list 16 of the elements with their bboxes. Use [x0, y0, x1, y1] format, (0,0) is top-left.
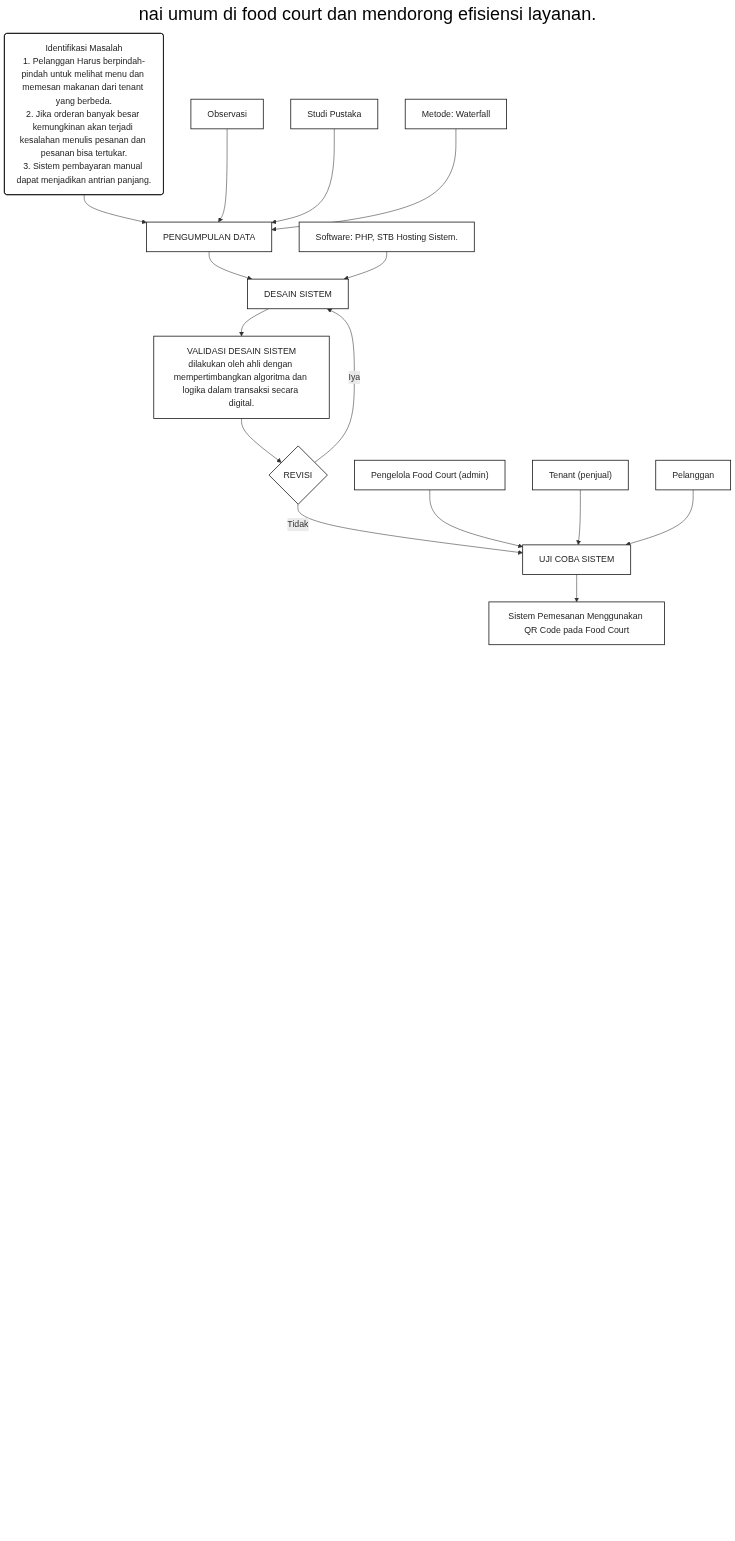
node-box: Observasi: [190, 98, 264, 130]
edge-label: Tidak: [287, 519, 309, 529]
node-box: VALIDASI DESAIN SISTEM dilakukan oleh ahli dengan mempertimbangkan algoritma dan logika dalam transaksi secara digital.: [153, 335, 330, 419]
node-box: PENGUMPULAN DATA: [146, 221, 273, 253]
node-box: Sistem Pemesanan Menggunakan QR Code pada Food Court: [488, 601, 665, 646]
node-box: Pengelola Food Court (admin): [354, 459, 506, 491]
edge-label: Iya: [348, 372, 361, 382]
node-box: Tenant (penjual): [532, 459, 629, 491]
node-box: DESAIN SISTEM: [247, 278, 349, 310]
node-box: Software: PHP, STB Hosting Sistem.: [298, 221, 475, 253]
node-box: Pelanggan: [655, 459, 731, 491]
node-diamond: REVISI: [268, 445, 328, 505]
node-box: Studi Pustaka: [290, 98, 379, 130]
node-box: UJI COBA SISTEM: [522, 544, 632, 575]
node-box: Metode: Waterfall: [404, 98, 507, 130]
note-text: nai umum di food court dan mendorong efisiensi layanan.: [137, 4, 598, 25]
